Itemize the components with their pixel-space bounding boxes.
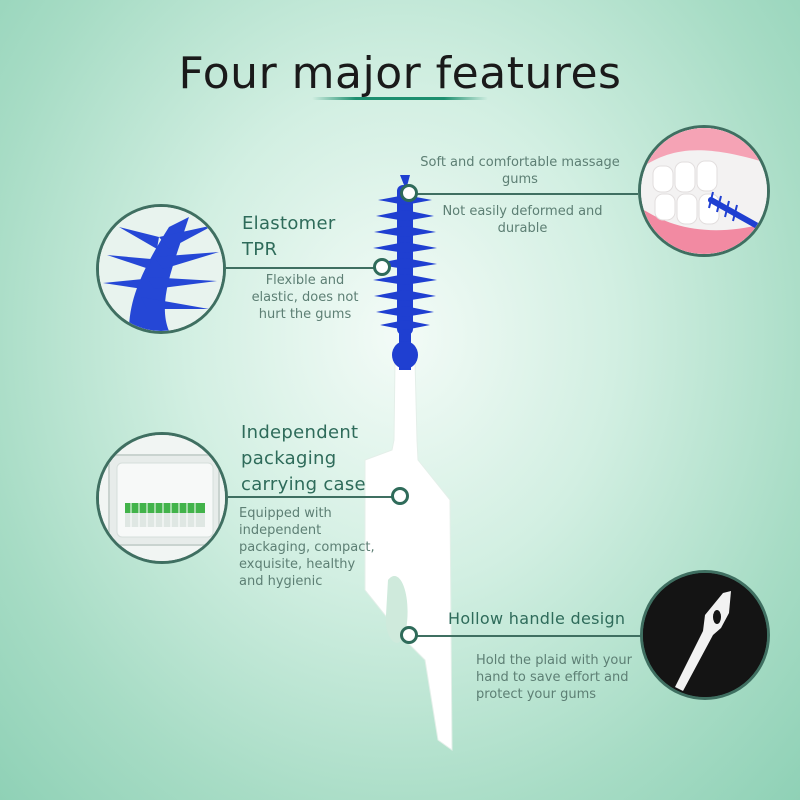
packaging-connector [228, 496, 392, 498]
elastomer-marker [373, 258, 391, 276]
elastomer-heading: Elastomer TPR [242, 213, 336, 260]
packaging-heading: Independent packaging carrying case [241, 422, 366, 495]
handle-heading: Hollow handle design [448, 609, 626, 628]
massage-marker [400, 184, 418, 202]
page-title: Four major features [178, 48, 622, 99]
bristle-closeup-image [96, 204, 226, 334]
teeth-brush-image [638, 125, 770, 257]
handle-desc: Hold the plaid with your hand to save ef… [476, 653, 632, 702]
massage-line1: Soft and comfortable massage gums [420, 155, 620, 187]
handle-image [640, 570, 770, 700]
title-underline [312, 97, 488, 100]
case-image [96, 432, 228, 564]
brush-product-image [364, 175, 453, 751]
handle-marker [400, 626, 418, 644]
handle-connector [415, 635, 645, 637]
elastomer-connector [226, 267, 374, 269]
packaging-marker [391, 487, 409, 505]
massage-connector [413, 193, 638, 195]
packaging-desc: Equipped with independent packaging, com… [239, 506, 375, 589]
elastomer-desc: Flexible and elastic, does not hurt the … [251, 273, 359, 322]
massage-line2: Not easily deformed and durable [442, 204, 603, 236]
